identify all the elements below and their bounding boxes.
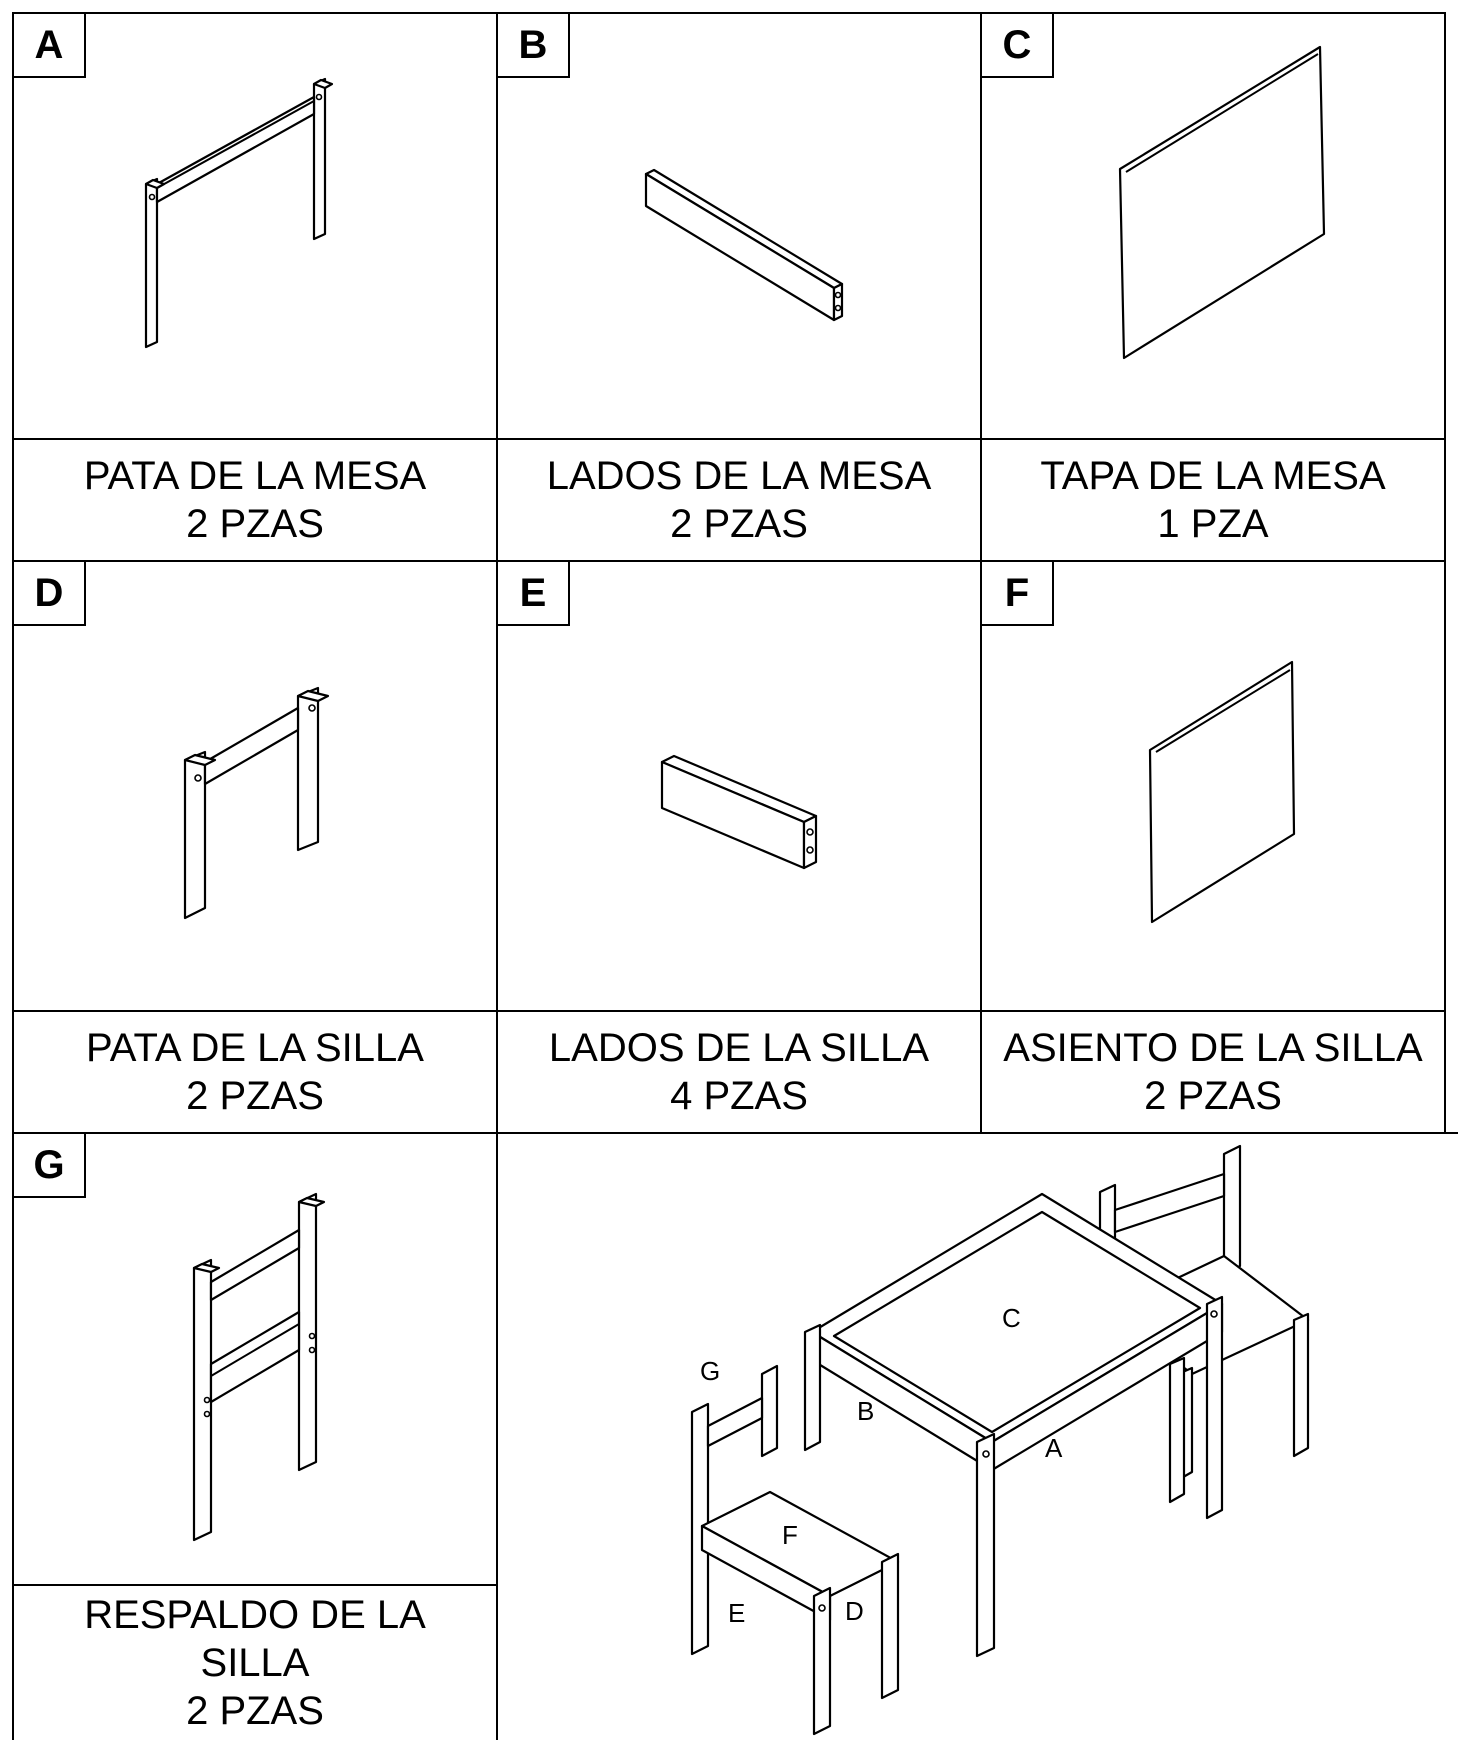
assembly-label-d: D bbox=[845, 1596, 864, 1626]
cell-assembly: C B A G F E D bbox=[496, 1132, 1458, 1740]
part-e-qty: 4 PZAS bbox=[670, 1074, 808, 1118]
assembly-label-f: F bbox=[782, 1520, 798, 1550]
cell-part-f: F bbox=[980, 560, 1446, 1012]
part-d-name: PATA DE LA SILLA bbox=[86, 1026, 424, 1070]
part-g-letter: G bbox=[14, 1134, 86, 1198]
part-f-name: ASIENTO DE LA SILLA bbox=[1003, 1026, 1423, 1070]
cell-part-e: E bbox=[496, 560, 982, 1012]
part-a-name: PATA DE LA MESA bbox=[83, 454, 427, 498]
part-d-letter: D bbox=[14, 562, 86, 626]
part-f-qty: 2 PZAS bbox=[1144, 1074, 1282, 1118]
part-b-qty: 2 PZAS bbox=[670, 502, 808, 546]
caption-part-f: ASIENTO DE LA SILLA 2 PZAS bbox=[980, 1010, 1446, 1134]
part-c-name: TAPA DE LA MESA bbox=[1040, 454, 1386, 498]
part-f-letter: F bbox=[982, 562, 1054, 626]
assembly-label-b: B bbox=[857, 1396, 874, 1426]
assembly-label-e: E bbox=[728, 1598, 745, 1628]
assembly-label-a: A bbox=[1045, 1433, 1063, 1463]
part-g-name-line1: RESPALDO DE LA bbox=[84, 1593, 426, 1637]
part-a-qty: 2 PZAS bbox=[186, 502, 324, 546]
assembly-label-c: C bbox=[1002, 1303, 1021, 1333]
part-e-letter: E bbox=[498, 562, 570, 626]
part-b-name: LADOS DE LA MESA bbox=[546, 454, 932, 498]
cell-part-g: G bbox=[12, 1132, 498, 1586]
part-g-qty: 2 PZAS bbox=[186, 1689, 324, 1733]
chair-leg-frame-icon bbox=[183, 686, 330, 920]
part-e-name: LADOS DE LA SILLA bbox=[548, 1026, 930, 1070]
caption-part-b: LADOS DE LA MESA 2 PZAS bbox=[496, 438, 982, 562]
cell-part-b: B bbox=[496, 12, 982, 440]
chair-side-rail-icon bbox=[660, 754, 818, 870]
part-c-qty: 1 PZA bbox=[1157, 502, 1269, 546]
table-leg-frame-icon bbox=[144, 77, 334, 349]
cell-part-a: A bbox=[12, 12, 498, 440]
chair-seat-panel-icon bbox=[1148, 660, 1296, 924]
caption-part-g: RESPALDO DE LA SILLA 2 PZAS bbox=[12, 1584, 498, 1740]
caption-part-c: TAPA DE LA MESA 1 PZA bbox=[980, 438, 1446, 562]
chair-backrest-icon bbox=[192, 1192, 326, 1542]
part-d-qty: 2 PZAS bbox=[186, 1074, 324, 1118]
part-a-letter: A bbox=[14, 14, 86, 78]
part-c-letter: C bbox=[982, 14, 1054, 78]
table-top-panel-icon bbox=[1118, 45, 1326, 360]
caption-part-e: LADOS DE LA SILLA 4 PZAS bbox=[496, 1010, 982, 1134]
part-b-letter: B bbox=[498, 14, 570, 78]
part-g-name-line2: SILLA bbox=[200, 1641, 310, 1685]
caption-part-d: PATA DE LA SILLA 2 PZAS bbox=[12, 1010, 498, 1134]
cell-part-c: C bbox=[980, 12, 1446, 440]
assembly-label-g: G bbox=[700, 1356, 720, 1386]
caption-part-a: PATA DE LA MESA 2 PZAS bbox=[12, 438, 498, 562]
assembled-table-and-chairs-icon: C B A G F E D bbox=[690, 1144, 1310, 1736]
table-side-rail-icon bbox=[644, 168, 844, 322]
cell-part-d: D bbox=[12, 560, 498, 1012]
